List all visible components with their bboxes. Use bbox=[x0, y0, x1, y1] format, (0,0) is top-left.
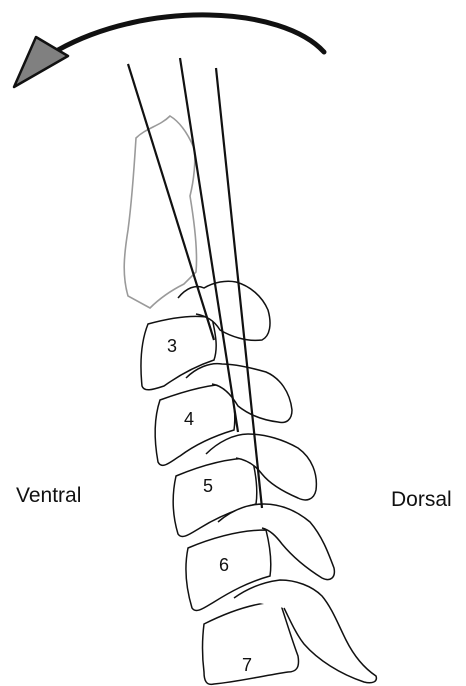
vertebra-3-label: 3 bbox=[167, 336, 177, 356]
rotation-arrow bbox=[14, 15, 324, 87]
vertebra-4-label: 4 bbox=[184, 409, 194, 429]
dorsal-label: Dorsal bbox=[391, 489, 452, 510]
reference-line-1 bbox=[128, 64, 214, 340]
rotation-arc bbox=[58, 15, 324, 52]
ventral-label: Ventral bbox=[16, 485, 81, 506]
vertebra-6-label: 6 bbox=[219, 555, 229, 575]
vertebra-7: 7 bbox=[203, 580, 377, 684]
curved-arrow-icon bbox=[14, 37, 68, 87]
vertebra-7-label: 7 bbox=[242, 655, 252, 675]
dens-outline bbox=[124, 116, 196, 308]
vertebra-5-label: 5 bbox=[203, 476, 213, 496]
